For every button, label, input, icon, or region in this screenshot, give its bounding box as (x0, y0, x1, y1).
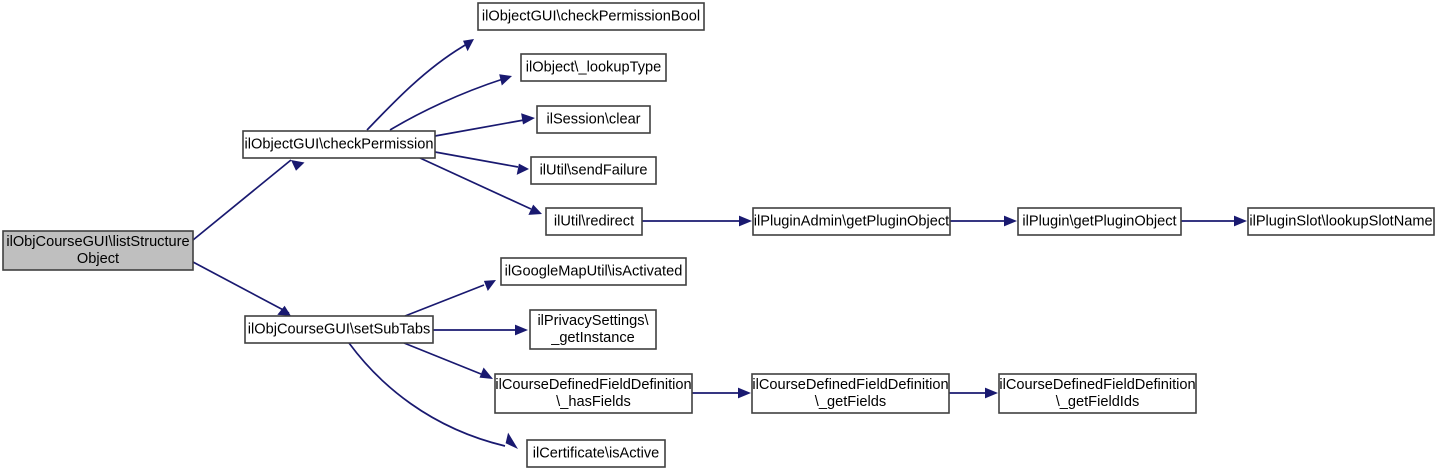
node-label-setSubTabs: ilObjCourseGUI\setSubTabs (248, 321, 431, 337)
graph-node-checkPermission[interactable]: ilObjectGUI\checkPermission (242, 130, 436, 159)
node-label-googleMapUtil: ilGoogleMapUtil\isActivated (505, 263, 683, 279)
node-label-lookupSlotName: ilPluginSlot\lookupSlotName (1249, 213, 1432, 229)
arrowhead-icon-googleMapUtil (483, 280, 496, 291)
node-label-checkPermission: ilObjectGUI\checkPermission (245, 136, 434, 152)
node-label-getPluginObjectAdmin: ilPluginAdmin\getPluginObject (754, 213, 950, 229)
graph-node-hasFields[interactable]: ilCourseDefinedFieldDefinition\_hasField… (494, 373, 693, 414)
graph-node-sendFailure[interactable]: ilUtil\sendFailure (530, 156, 657, 185)
node-box-root[interactable] (2, 230, 194, 271)
node-box-redirect[interactable] (545, 207, 643, 236)
edge-setSubTabs-to-hasFields (403, 342, 482, 375)
arrowhead-icon-redirect (528, 204, 542, 215)
arrowhead-icon-lookupType (499, 74, 512, 86)
node-label-root: ilObjCourseGUI\listStructure (6, 234, 189, 250)
edge-setSubTabs-to-googleMapUtil (404, 284, 485, 317)
edge-checkPermission-to-checkPermissionBool (366, 41, 471, 131)
edge-root-to-checkPermission (192, 159, 292, 241)
arrowhead-icon-getPluginObjectAdmin (739, 215, 752, 227)
graph-node-getFieldIds[interactable]: ilCourseDefinedFieldDefinition\_getField… (998, 373, 1197, 414)
arrowhead-icon-hasFields (479, 367, 493, 379)
graph-node-sessionClear[interactable]: ilSession\clear (536, 105, 651, 134)
graph-node-redirect[interactable]: ilUtil\redirect (545, 207, 643, 236)
edge-checkPermission-to-redirect (419, 157, 532, 210)
node-box-lookupSlotName[interactable] (1247, 207, 1435, 236)
node-label-hasFields: \_hasFields (556, 394, 631, 410)
arrowhead-icon-getFieldIds (985, 387, 998, 399)
arrowhead-icon-setSubTabs (277, 305, 291, 316)
node-label-getFieldIds: \_getFieldIds (1056, 394, 1140, 410)
arrowhead-icon-getPluginObject (1004, 215, 1017, 227)
graph-node-lookupType[interactable]: ilObject\_lookupType (520, 53, 667, 82)
node-label-checkPermissionBool: ilObjectGUI\checkPermissionBool (482, 8, 700, 24)
graph-node-lookupSlotName[interactable]: ilPluginSlot\lookupSlotName (1247, 207, 1435, 236)
node-box-googleMapUtil[interactable] (500, 257, 687, 286)
arrowhead-icon-lookupSlotName (1234, 215, 1247, 227)
arrowhead-icon-certificate (505, 432, 518, 449)
arrowhead-icon-checkPermission (291, 160, 305, 171)
node-label-getPluginObject: ilPlugin\getPluginObject (1022, 213, 1176, 229)
arrowhead-icon-sessionClear (521, 113, 535, 125)
node-box-lookupType[interactable] (520, 53, 667, 82)
node-box-getPluginObjectAdmin[interactable] (752, 207, 951, 236)
arrowhead-icon-sendFailure (516, 163, 529, 175)
node-label-hasFields: ilCourseDefinedFieldDefinition (495, 377, 691, 393)
graph-node-getPluginObject[interactable]: ilPlugin\getPluginObject (1017, 207, 1182, 236)
node-box-getFieldIds[interactable] (998, 373, 1197, 414)
node-label-redirect: ilUtil\redirect (554, 213, 634, 229)
node-box-sessionClear[interactable] (536, 105, 651, 134)
node-label-sessionClear: ilSession\clear (546, 111, 640, 127)
graph-node-checkPermissionBool[interactable]: ilObjectGUI\checkPermissionBool (477, 2, 705, 31)
node-label-lookupType: ilObject\_lookupType (526, 59, 661, 75)
node-box-getFields[interactable] (751, 373, 950, 414)
node-label-root: Object (77, 251, 119, 267)
graph-node-certificate[interactable]: ilCertificate\isActive (526, 439, 666, 468)
graph-node-setSubTabs[interactable]: ilObjCourseGUI\setSubTabs (244, 315, 434, 344)
edge-checkPermission-to-lookupType (389, 78, 504, 131)
node-label-privacySettings: ilPrivacySettings\ (537, 313, 649, 329)
node-box-checkPermissionBool[interactable] (477, 2, 705, 31)
node-label-getFieldIds: ilCourseDefinedFieldDefinition (999, 377, 1195, 393)
node-box-sendFailure[interactable] (530, 156, 657, 185)
node-box-setSubTabs[interactable] (244, 315, 434, 344)
graph-node-googleMapUtil[interactable]: ilGoogleMapUtil\isActivated (500, 257, 687, 286)
edge-setSubTabs-to-certificate (348, 342, 506, 447)
arrowhead-icon-privacySettings (515, 324, 528, 336)
node-label-sendFailure: ilUtil\sendFailure (540, 162, 648, 178)
edge-root-to-setSubTabs (192, 261, 290, 314)
graph-node-getFields[interactable]: ilCourseDefinedFieldDefinition\_getField… (751, 373, 950, 414)
node-label-certificate: ilCertificate\isActive (533, 445, 660, 461)
node-box-hasFields[interactable] (494, 373, 693, 414)
node-box-privacySettings[interactable] (529, 309, 657, 350)
arrowhead-icon-checkPermissionBool (463, 39, 474, 52)
edge-checkPermission-to-sessionClear (434, 119, 525, 137)
node-label-getFields: \_getFields (815, 394, 886, 410)
node-box-checkPermission[interactable] (242, 130, 436, 159)
graph-node-getPluginObjectAdmin[interactable]: ilPluginAdmin\getPluginObject (752, 207, 951, 236)
edge-checkPermission-to-sendFailure (434, 151, 519, 168)
edges-layer (192, 39, 1247, 449)
node-box-certificate[interactable] (526, 439, 666, 468)
node-label-getFields: ilCourseDefinedFieldDefinition (752, 377, 948, 393)
node-label-privacySettings: _getInstance (550, 330, 635, 346)
graph-node-privacySettings[interactable]: ilPrivacySettings\_getInstance (529, 309, 657, 350)
arrowhead-icon-getFields (738, 387, 751, 399)
node-box-getPluginObject[interactable] (1017, 207, 1182, 236)
